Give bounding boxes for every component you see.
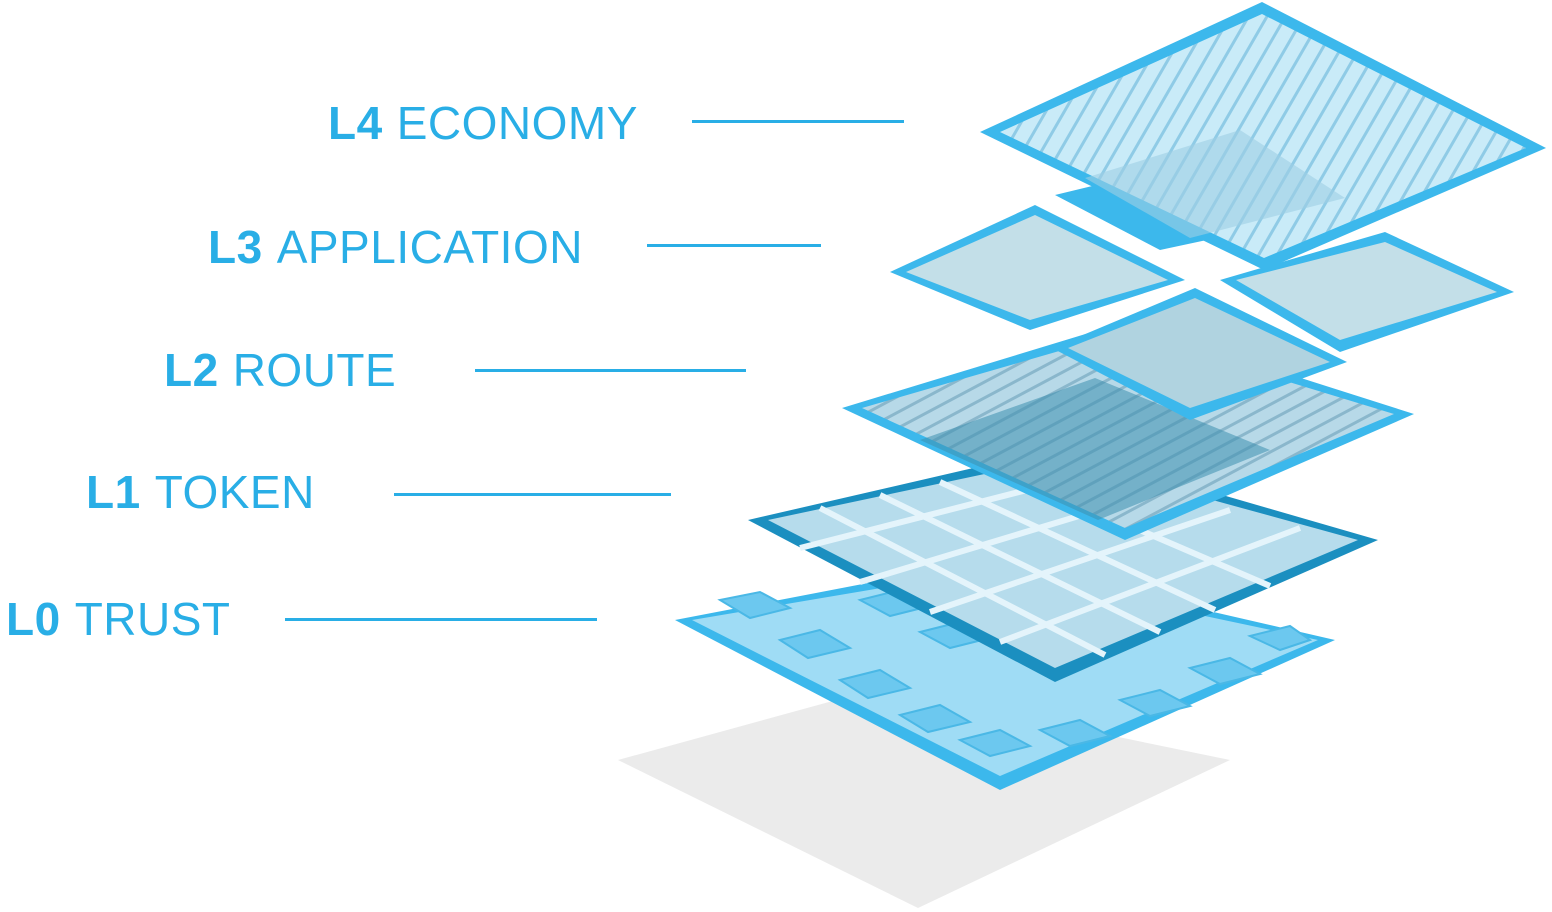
layer-code-l4: L4 bbox=[328, 97, 383, 149]
layer-name-l2: ROUTE bbox=[232, 344, 397, 396]
leader-line-l2 bbox=[475, 369, 746, 372]
layer-l1-plate bbox=[748, 448, 1378, 682]
layer-code-l0: L0 bbox=[6, 593, 61, 645]
layer-name-l4: ECONOMY bbox=[396, 97, 638, 149]
layer-name-l1: TOKEN bbox=[154, 466, 315, 518]
layer-code-l2: L2 bbox=[164, 344, 219, 396]
layer-l4-plate bbox=[980, 2, 1546, 270]
layer-code-l3: L3 bbox=[208, 221, 263, 273]
leader-line-l4 bbox=[692, 120, 904, 123]
leader-line-l0 bbox=[285, 618, 597, 621]
layer-name-l3: APPLICATION bbox=[276, 221, 583, 273]
leader-line-l3 bbox=[647, 244, 821, 247]
layer-name-l0: TRUST bbox=[74, 593, 231, 645]
leader-line-l1 bbox=[394, 493, 671, 496]
layer-code-l1: L1 bbox=[86, 466, 141, 518]
